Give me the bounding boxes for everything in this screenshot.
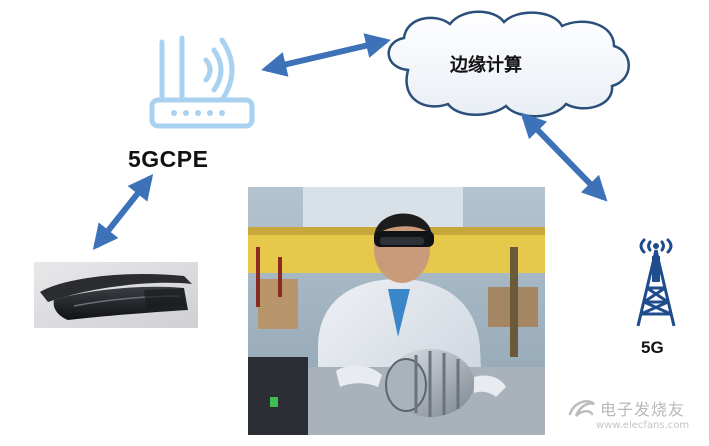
watermark-text: 电子发烧友: [600, 400, 686, 419]
arrow-cloud-tower: [520, 112, 608, 202]
worker-photo: [248, 187, 545, 435]
router-icon: [149, 35, 255, 129]
cloud-icon: [387, 10, 630, 118]
arrow-cpe-cloud: [261, 33, 391, 77]
cloud-label: 边缘计算: [450, 55, 522, 76]
tower-label: 5G: [641, 338, 664, 357]
arrow-cpe-headset: [92, 174, 154, 250]
tower-icon: [636, 238, 676, 327]
headset-icon: [34, 262, 198, 328]
watermark-url: www.elecfans.com: [596, 420, 690, 431]
watermark-logo: [568, 400, 595, 417]
cpe-label: 5GCPE: [128, 146, 209, 172]
